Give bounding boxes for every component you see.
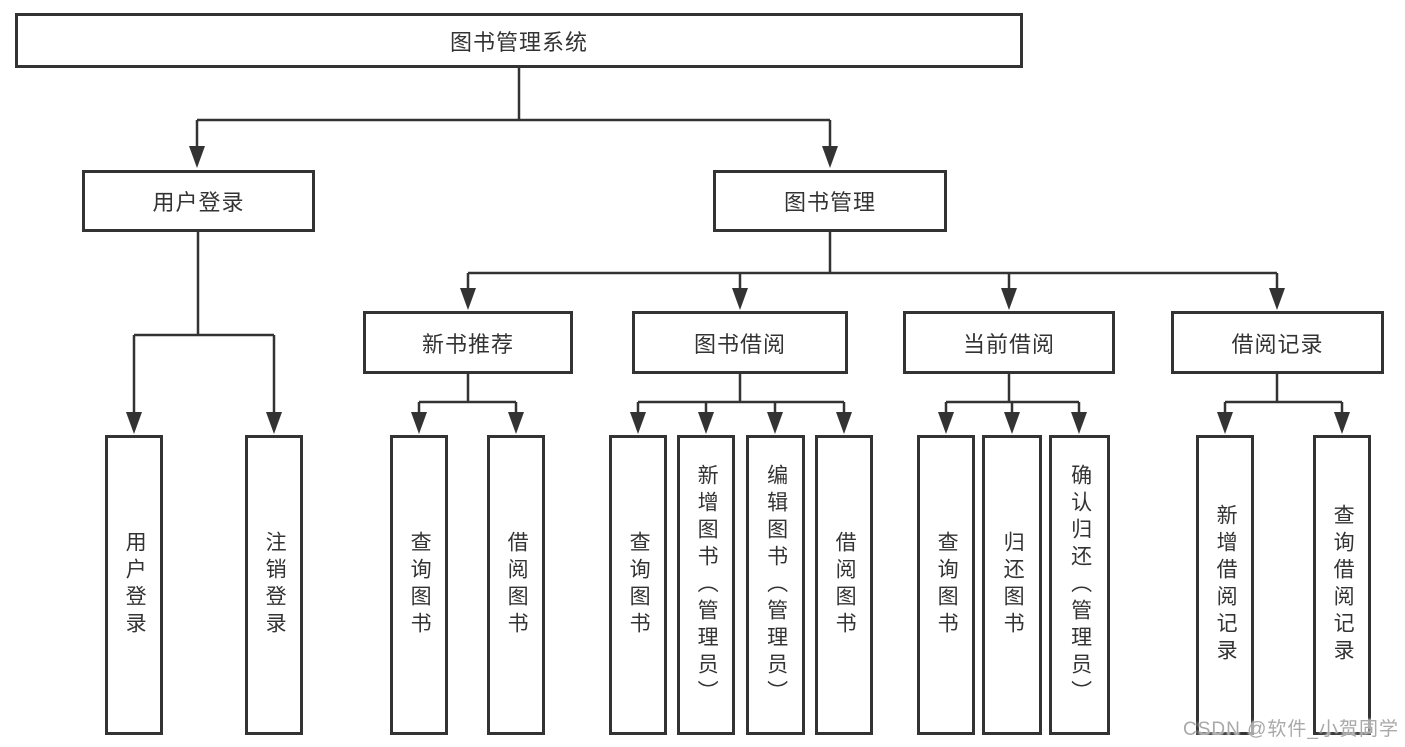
arrow-down-icon — [1071, 412, 1087, 434]
arrow-down-icon — [822, 146, 838, 168]
arrow-down-icon — [732, 288, 748, 310]
leaf-user-login: 用户登录 — [105, 435, 163, 735]
node-new-book-recommend: 新书推荐 — [363, 311, 573, 374]
connector-root-to-level2 — [189, 68, 838, 168]
arrow-down-icon — [630, 412, 646, 434]
leaf-add-books-admin: 新增图书（管理员） — [677, 435, 735, 735]
node-book-management: 图书管理 — [713, 170, 947, 232]
arrow-down-icon — [126, 412, 142, 434]
leaf-query-books-3: 查询图书 — [917, 435, 975, 735]
arrow-down-icon — [698, 412, 714, 434]
leaf-confirm-return-admin: 确认归还（管理员） — [1049, 435, 1110, 735]
leaf-edit-books-admin: 编辑图书（管理员） — [746, 435, 805, 735]
leaf-query-borrow-record: 查询借阅记录 — [1313, 435, 1371, 735]
connector-new-book-recommend — [411, 374, 524, 434]
connector-book-management — [460, 232, 1285, 310]
csdn-watermark: CSDN @软件_小贺同学 — [1183, 719, 1399, 740]
arrow-down-icon — [938, 412, 954, 434]
connector-user-login — [126, 232, 282, 434]
arrow-down-icon — [1334, 412, 1350, 434]
leaf-query-books-1: 查询图书 — [390, 435, 448, 735]
leaf-borrow-books-2: 借阅图书 — [815, 435, 873, 735]
arrow-down-icon — [266, 412, 282, 434]
arrow-down-icon — [508, 412, 524, 434]
leaf-add-borrow-record: 新增借阅记录 — [1196, 435, 1254, 735]
connector-book-borrow — [630, 374, 852, 434]
node-user-login: 用户登录 — [82, 170, 315, 232]
leaf-query-books-2: 查询图书 — [609, 435, 667, 735]
arrow-down-icon — [189, 146, 205, 168]
connector-current-borrow — [938, 374, 1087, 434]
node-current-borrow: 当前借阅 — [903, 311, 1115, 374]
leaf-borrow-books-1: 借阅图书 — [487, 435, 545, 735]
arrow-down-icon — [1004, 412, 1020, 434]
arrow-down-icon — [836, 412, 852, 434]
arrow-down-icon — [411, 412, 427, 434]
arrow-down-icon — [767, 412, 783, 434]
connector-borrow-records — [1217, 374, 1350, 434]
node-root-system: 图书管理系统 — [15, 13, 1023, 68]
node-book-borrow: 图书借阅 — [632, 311, 848, 374]
arrow-down-icon — [1217, 412, 1233, 434]
arrow-down-icon — [1269, 288, 1285, 310]
arrow-down-icon — [1001, 288, 1017, 310]
leaf-logout: 注销登录 — [245, 435, 303, 735]
leaf-return-books: 归还图书 — [982, 435, 1042, 735]
node-borrow-records: 借阅记录 — [1171, 311, 1384, 374]
arrow-down-icon — [460, 288, 476, 310]
